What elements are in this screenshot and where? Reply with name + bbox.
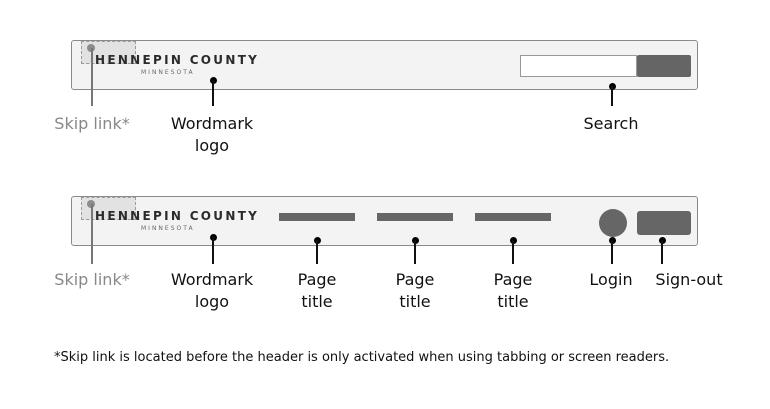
page-title-label-1: Page title [297, 270, 337, 311]
wordmark-logo-label-2: Wordmark logo [170, 270, 254, 311]
search-label: Search [583, 114, 639, 133]
page-title-placeholder-3 [475, 213, 551, 221]
login-callout-dot [609, 237, 616, 244]
skip-callout-line-1 [91, 48, 93, 106]
wordmark-callout-line-1 [212, 80, 214, 106]
header-mockup-2 [71, 196, 698, 246]
search-input-placeholder [520, 55, 637, 77]
page-title-placeholder-1 [279, 213, 355, 221]
page-title-label-3: Page title [493, 270, 533, 311]
search-button-placeholder [637, 55, 691, 77]
login-callout-line [611, 240, 613, 264]
wordmark-text-2: HENNEPIN COUNTY [95, 209, 260, 223]
wordmark-callout-line-2 [212, 237, 214, 264]
sign-out-placeholder [637, 211, 691, 235]
page-title-callout-dot-3 [510, 237, 517, 244]
sign-out-callout-line [661, 240, 663, 264]
search-callout-line [611, 86, 613, 106]
page-title-callout-line-2 [414, 240, 416, 264]
sign-out-callout-dot [659, 237, 666, 244]
wordmark-text-1: HENNEPIN COUNTY [95, 53, 260, 67]
wordmark-subtext-2: MINNESOTA [141, 225, 195, 232]
skip-link-label-1: Skip link* [54, 114, 130, 133]
page-title-callout-dot-2 [412, 237, 419, 244]
wordmark-subtext-1: MINNESOTA [141, 69, 195, 76]
page-title-callout-line-1 [316, 240, 318, 264]
login-label: Login [589, 270, 633, 289]
page-title-callout-line-3 [512, 240, 514, 264]
sign-out-label: Sign-out [655, 270, 723, 289]
page-title-callout-dot-1 [314, 237, 321, 244]
skip-link-footnote: *Skip link is located before the header … [54, 350, 670, 365]
skip-link-label-2: Skip link* [54, 270, 130, 289]
page-title-label-2: Page title [395, 270, 435, 311]
page-title-placeholder-2 [377, 213, 453, 221]
skip-callout-line-2 [91, 204, 93, 264]
wordmark-callout-dot-1 [210, 77, 217, 84]
login-placeholder [599, 209, 627, 237]
wordmark-logo-label-1: Wordmark logo [170, 114, 254, 155]
wordmark-callout-dot-2 [210, 234, 217, 241]
search-callout-dot [609, 83, 616, 90]
